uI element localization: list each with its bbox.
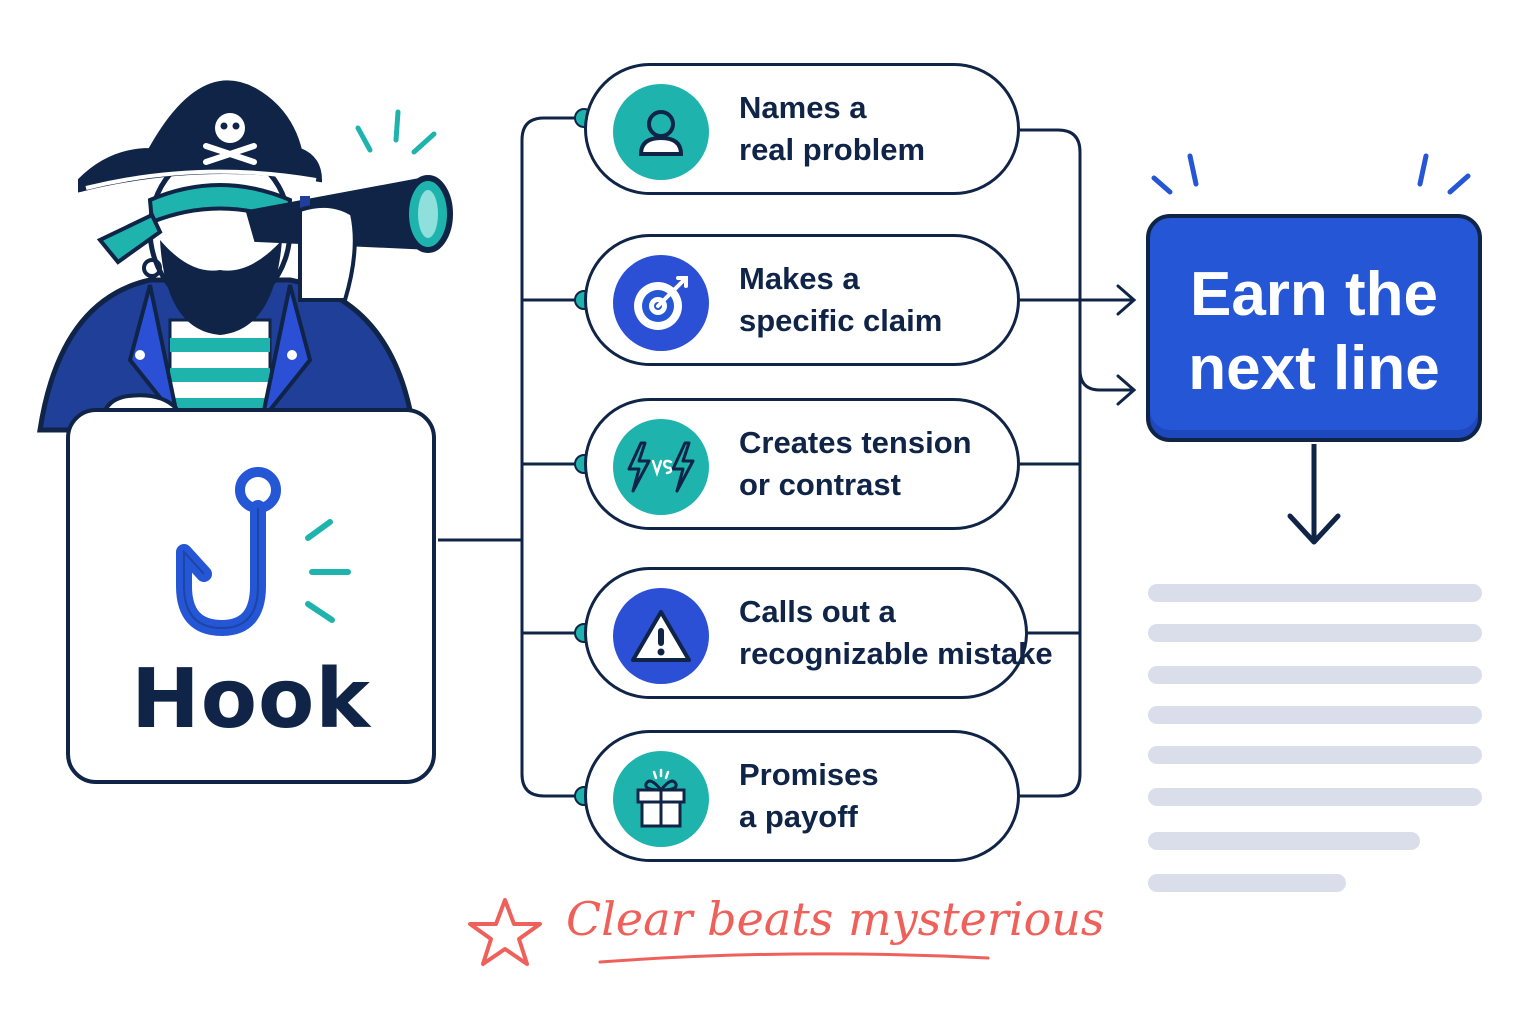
coat-button <box>287 350 297 360</box>
trait-line1: Calls out a <box>739 594 896 629</box>
versus-icon <box>627 441 695 493</box>
trait-line1: Makes a <box>739 261 860 296</box>
fish-hook-icon <box>176 467 351 636</box>
trait-line2: specific claim <box>739 303 943 338</box>
shirt-stripe <box>170 368 270 382</box>
pirate-illustration <box>37 80 453 433</box>
trait-pill-real-problem: Names a real problem <box>584 63 1020 195</box>
trait-pill-tension: Creates tension or contrast <box>584 398 1020 530</box>
result-sparkles <box>1151 153 1471 195</box>
hook-card: Hook <box>66 408 436 784</box>
result-line1: Earn the <box>1189 260 1439 329</box>
trait-line2: recognizable mistake <box>739 636 1053 671</box>
hand-shape <box>298 203 357 302</box>
bracket-left <box>520 116 584 798</box>
trait-line1: Promises <box>739 757 879 792</box>
star-icon <box>468 898 542 966</box>
arrow-to-result <box>1078 369 1132 392</box>
result-box: Earn the next line <box>1146 214 1482 442</box>
gift-icon <box>636 768 686 828</box>
trait-line1: Creates tension <box>739 425 972 460</box>
sparkle-marks <box>355 109 437 155</box>
bandana-tail <box>96 212 163 265</box>
trait-line2: real problem <box>739 132 926 167</box>
hook-label: Hook <box>131 652 371 747</box>
lapel-left <box>127 284 180 422</box>
person-icon <box>638 110 684 156</box>
tagline-underline <box>598 952 990 964</box>
earring <box>142 258 162 278</box>
tagline: Clear beats mysterious <box>566 892 1105 946</box>
warning-icon <box>631 610 691 662</box>
text-placeholder-lines <box>1148 584 1482 892</box>
coat-button <box>135 350 145 360</box>
crossbones-icon <box>203 143 257 165</box>
trait-line1: Names a <box>739 90 867 125</box>
lapel-right <box>260 284 313 422</box>
trait-line2: or contrast <box>739 467 901 502</box>
trait-line2: a payoff <box>739 799 858 834</box>
shirt-stripe <box>170 338 270 352</box>
trait-pill-specific-claim: Makes a specific claim <box>584 234 1020 366</box>
trait-pill-payoff: Promises a payoff <box>584 730 1020 862</box>
skull-icon <box>215 113 245 143</box>
beard-shape <box>160 240 282 335</box>
target-icon <box>634 276 688 330</box>
trait-pill-mistake: Calls out a recognizable mistake <box>584 567 1053 699</box>
hat-brim-line <box>85 169 317 190</box>
result-line2: next line <box>1188 334 1440 403</box>
